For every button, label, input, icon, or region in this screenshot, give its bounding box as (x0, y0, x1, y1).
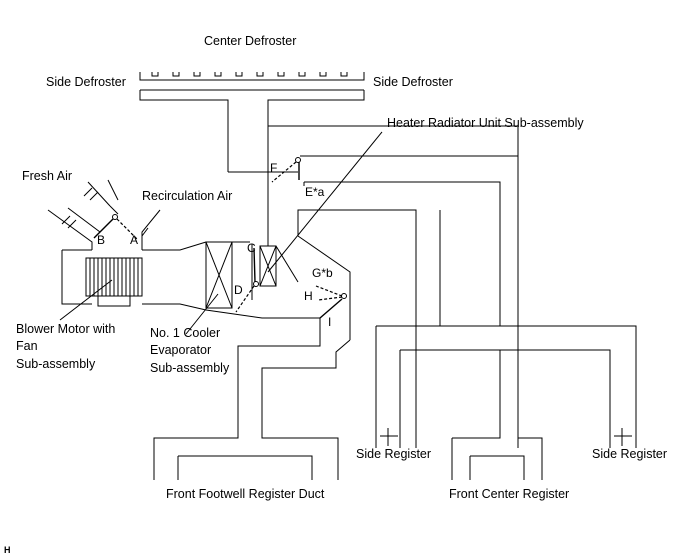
center-defroster-label: Center Defroster (204, 34, 296, 48)
damper-G-H-I (315, 285, 347, 319)
side-register-right-label: Side Register (592, 447, 667, 461)
evaporator-label-3: Sub-assembly (150, 361, 230, 375)
recirculation-air-label: Recirculation Air (142, 189, 232, 203)
front-footwell-label: Front Footwell Register Duct (166, 487, 325, 501)
damper-F-label: F (270, 161, 277, 175)
damper-A-B (93, 214, 139, 241)
defroster-nozzle (139, 72, 365, 246)
heater-radiator-label: Heater Radiator Unit Sub-assembly (387, 116, 584, 130)
damper-C-D (235, 247, 259, 313)
damper-G-label: G*b (312, 266, 333, 280)
evaporator-label-1: No. 1 Cooler (150, 326, 220, 340)
blower-motor-label-3: Sub-assembly (16, 357, 96, 371)
damper-C-label: C (247, 241, 256, 255)
damper-E-F (271, 157, 301, 183)
side-defroster-right-label: Side Defroster (373, 75, 453, 89)
side-register-left-label: Side Register (356, 447, 431, 461)
damper-D-label: D (234, 283, 243, 297)
leader-lines (59, 131, 383, 335)
fresh-air-label: Fresh Air (22, 169, 72, 183)
front-center-label: Front Center Register (449, 487, 569, 501)
duct-network (153, 125, 637, 480)
corner-mark: H (4, 545, 11, 555)
damper-A-label: A (130, 233, 138, 247)
blower-motor-label-1: Blower Motor with (16, 322, 115, 336)
damper-I-label: I (328, 315, 331, 329)
evaporator-label-2: Evaporator (150, 343, 211, 357)
air-case (47, 179, 417, 448)
side-defroster-left-label: Side Defroster (46, 75, 126, 89)
damper-E-label: E*a (305, 185, 325, 199)
damper-H-label: H (304, 289, 313, 303)
damper-B-label: B (97, 233, 105, 247)
blower-motor-label-2: Fan (16, 339, 38, 353)
heater-radiator-core (259, 245, 277, 287)
